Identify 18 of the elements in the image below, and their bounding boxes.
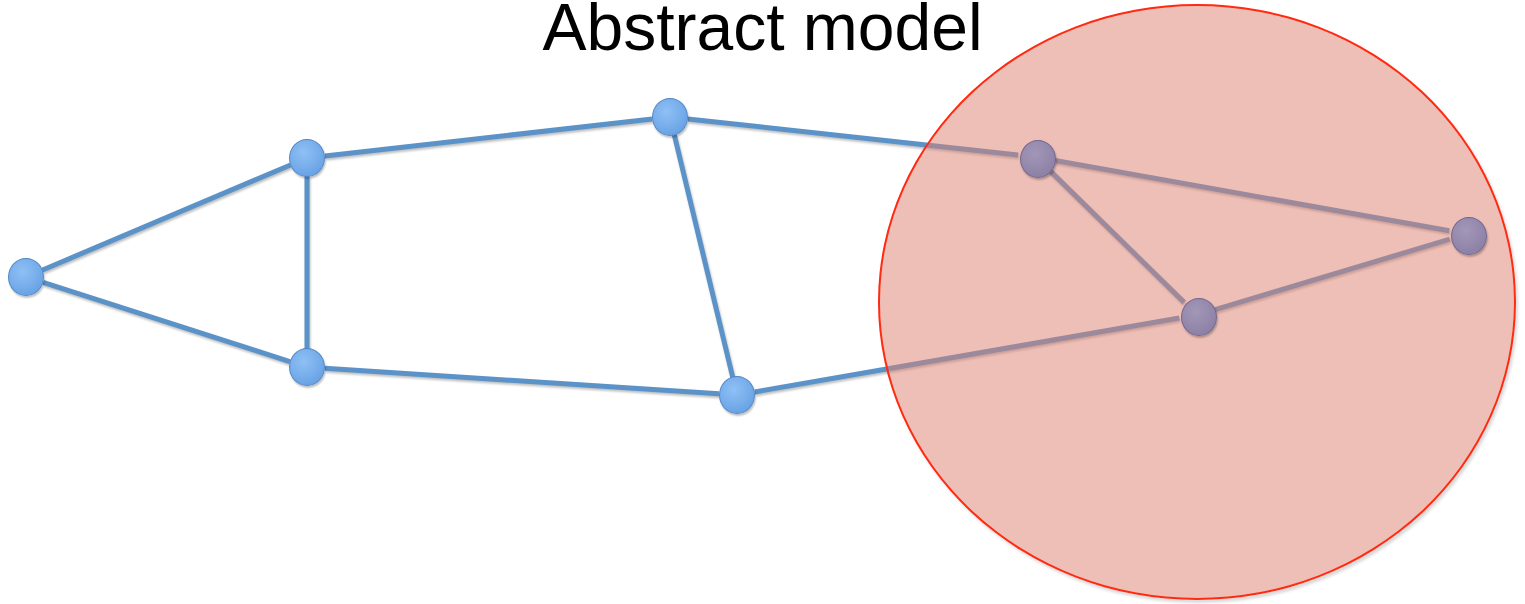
- graph-node: [652, 98, 688, 136]
- connector-line: [324, 365, 720, 397]
- graph-node: [289, 348, 325, 386]
- connector-line: [671, 133, 736, 379]
- connector-line: [42, 280, 291, 364]
- connector-line: [1213, 236, 1451, 313]
- title: Abstract model: [541, 0, 984, 60]
- graph-node: [1181, 298, 1217, 336]
- graph-node: [289, 139, 325, 177]
- connector-line: [687, 116, 1019, 158]
- graph-node: [1020, 140, 1056, 178]
- connector-line: [754, 315, 1180, 395]
- graph-node: [719, 376, 755, 414]
- graph-node: [8, 258, 44, 296]
- graph-node: [1451, 217, 1487, 255]
- connector-line: [304, 176, 310, 349]
- connector-line: [41, 162, 292, 273]
- connector-line: [324, 116, 653, 159]
